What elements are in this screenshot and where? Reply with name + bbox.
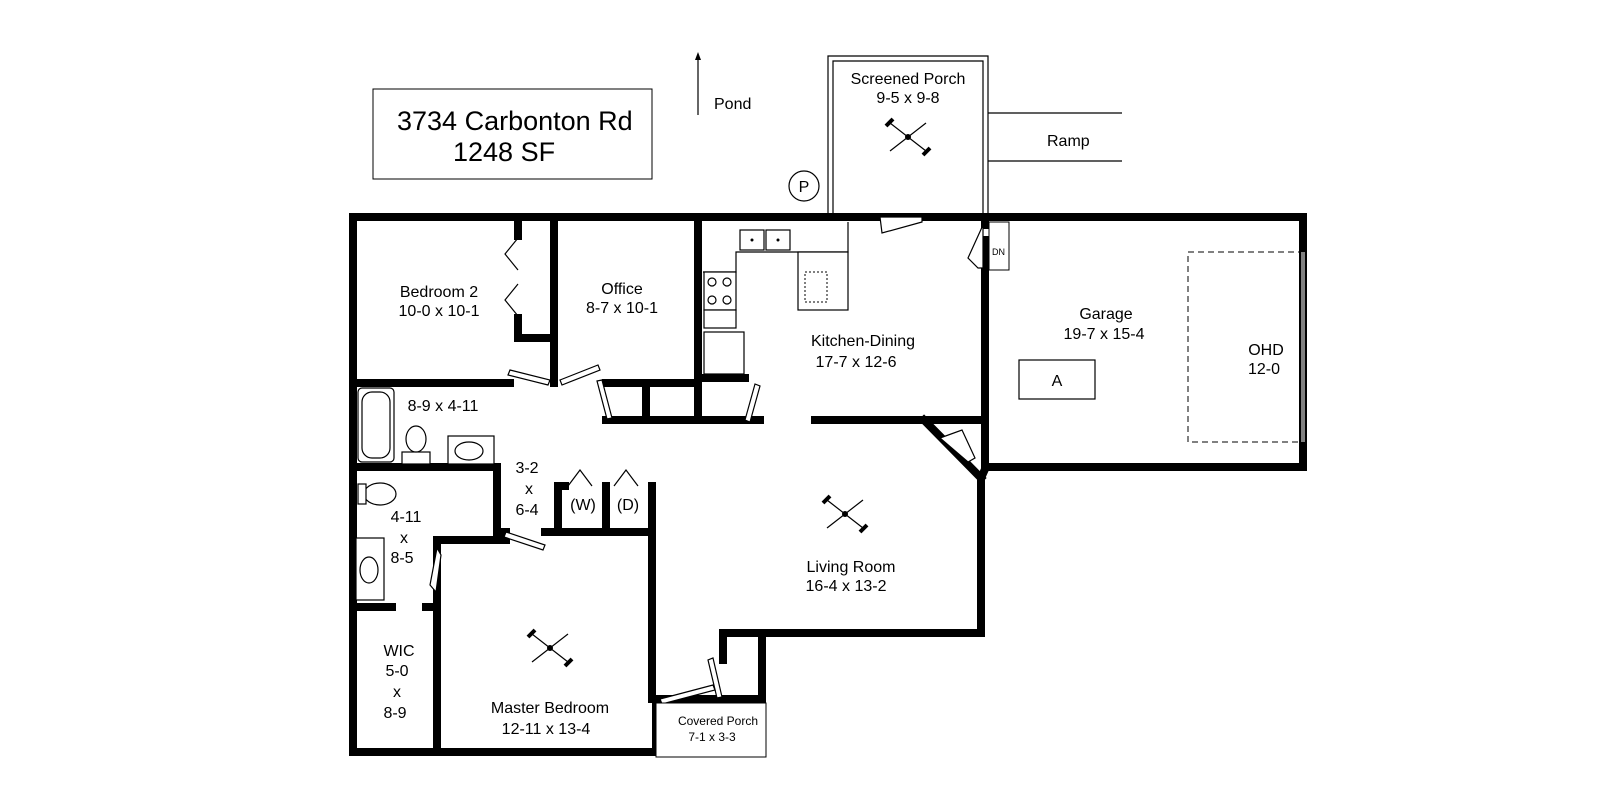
screened-porch: Screened Porch 9-5 x 9-8 (827, 55, 989, 213)
address-text: 3734 Carbonton Rd (397, 106, 633, 136)
hall-dims-3: 6-4 (515, 502, 538, 519)
garage-dims: 19-7 x 15-4 (1064, 326, 1145, 343)
office-dims: 8-7 x 10-1 (586, 300, 658, 317)
covered-porch-name: Covered Porch (678, 714, 758, 728)
ramp: Ramp (988, 112, 1122, 162)
living-dims: 16-4 x 13-2 (806, 578, 887, 595)
bedroom2-name: Bedroom 2 (400, 284, 478, 301)
ceiling-fan-icon (821, 494, 869, 534)
garage-unit-a: A (1018, 359, 1096, 400)
ceiling-fan-icon (526, 628, 574, 668)
bedroom2-dims: 10-0 x 10-1 (399, 303, 480, 320)
master-name: Master Bedroom (491, 700, 609, 717)
wic-name: WIC (383, 643, 414, 660)
stairs-down: DN (988, 221, 1010, 271)
bath2-dims-2: x (400, 530, 408, 547)
dryer-label: (D) (617, 497, 639, 514)
doors (429, 216, 984, 705)
master-dims: 12-11 x 13-4 (502, 721, 591, 738)
kitchen-dims: 17-7 x 12-6 (816, 354, 897, 371)
ramp-label: Ramp (1047, 133, 1090, 150)
hall-dims-2: x (525, 481, 533, 498)
bath-fixtures (355, 387, 495, 601)
room-labels: Bedroom 2 10-0 x 10-1 Office 8-7 x 10-1 … (383, 281, 1283, 738)
bath2-dims-3: 8-5 (390, 550, 413, 567)
pump-label: P (799, 179, 810, 196)
covered-porch: Covered Porch 7-1 x 3-3 (655, 702, 767, 758)
wic-dims-3: 8-9 (383, 705, 406, 722)
bath1-dims: 8-9 x 4-11 (408, 398, 479, 415)
garage-name: Garage (1079, 306, 1132, 323)
covered-porch-dims: 7-1 x 3-3 (688, 730, 736, 744)
office-name: Office (601, 281, 643, 298)
ohd-dims: 12-0 (1248, 361, 1280, 378)
area-text: 1248 SF (453, 137, 555, 167)
kitchen-name: Kitchen-Dining (811, 333, 915, 350)
pump-icon: P (788, 170, 820, 202)
wic-dims-1: 5-0 (385, 663, 408, 680)
ohd-name: OHD (1248, 342, 1284, 359)
title-box: 3734 Carbonton Rd 1248 SF (372, 88, 653, 180)
bath2-dims-1: 4-11 (391, 509, 422, 526)
kitchen-fixtures (703, 222, 849, 375)
screened-porch-dims: 9-5 x 9-8 (876, 90, 939, 107)
wic-dims-2: x (393, 684, 401, 701)
pond-label: Pond (714, 96, 751, 113)
washer-label: (W) (570, 497, 596, 514)
hall-dims-1: 3-2 (515, 460, 538, 477)
ceiling-fan-icon (884, 117, 932, 157)
living-name: Living Room (807, 559, 896, 576)
north-arrow-icon (695, 52, 701, 115)
stairs-label: DN (992, 247, 1005, 257)
screened-porch-name: Screened Porch (851, 71, 966, 88)
unit-a-label: A (1052, 373, 1063, 390)
garage-door (1187, 251, 1305, 443)
